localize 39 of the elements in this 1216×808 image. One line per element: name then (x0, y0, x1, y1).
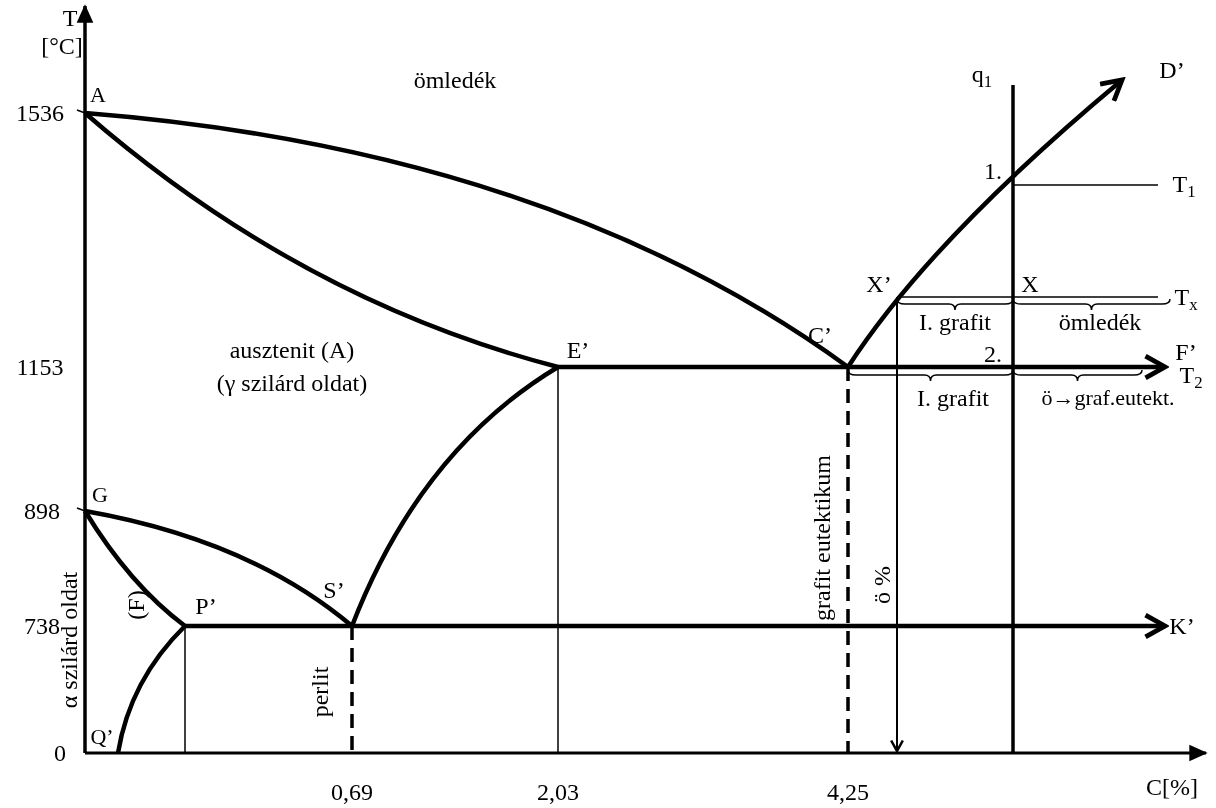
point-label: A (90, 84, 106, 106)
tick-label: 0 (54, 741, 66, 765)
point-label: E’ (566, 338, 590, 362)
tick-label: 2,03 (537, 780, 579, 804)
region-label: (F) (124, 590, 148, 620)
tick-label: 4,25 (827, 780, 869, 804)
axis-unit: [°C] (41, 34, 83, 58)
region-label: ö % (870, 566, 894, 604)
temperature-label: T$_{x}$ (1174, 284, 1198, 314)
region-label: ausztenit (A) (229, 338, 355, 362)
line-label: q$_{1}$ (971, 61, 993, 91)
tick-label: 738 (24, 614, 60, 638)
region-label: ö→graf.eutekt. (1041, 387, 1175, 409)
region-label: I. grafit (919, 310, 991, 334)
tick-label: 1153 (16, 355, 64, 379)
point-label: D’ (1159, 58, 1185, 82)
point-label: X’ (866, 272, 892, 296)
axis-label: T (62, 6, 78, 30)
point-label: S’ (323, 578, 345, 602)
point-label: 2. (984, 342, 1002, 366)
axis-label: C[%] (1146, 775, 1198, 799)
temperature-label: T$_{1}$ (1172, 171, 1196, 201)
tick-label: 0,69 (331, 780, 373, 804)
region-label: ömledék (413, 68, 497, 92)
point-label: P’ (195, 594, 217, 618)
point-label: 1. (984, 159, 1002, 183)
temperature-label: T$_{2}$ (1179, 362, 1203, 392)
point-label: G (92, 484, 108, 506)
point-label: F’ (1175, 340, 1197, 364)
region-label: ömledék (1058, 310, 1142, 334)
tick-label: 1536 (16, 101, 64, 125)
point-label: Q’ (90, 726, 114, 748)
region-label: I. grafit (917, 386, 989, 410)
region-label: grafit eutektikum (810, 455, 834, 621)
point-label: X (1021, 272, 1039, 296)
point-label: K’ (1169, 614, 1195, 638)
region-label: (γ szilárd oldat) (216, 371, 368, 395)
tick-label: 898 (24, 499, 60, 523)
region-label: perlit (308, 666, 332, 718)
